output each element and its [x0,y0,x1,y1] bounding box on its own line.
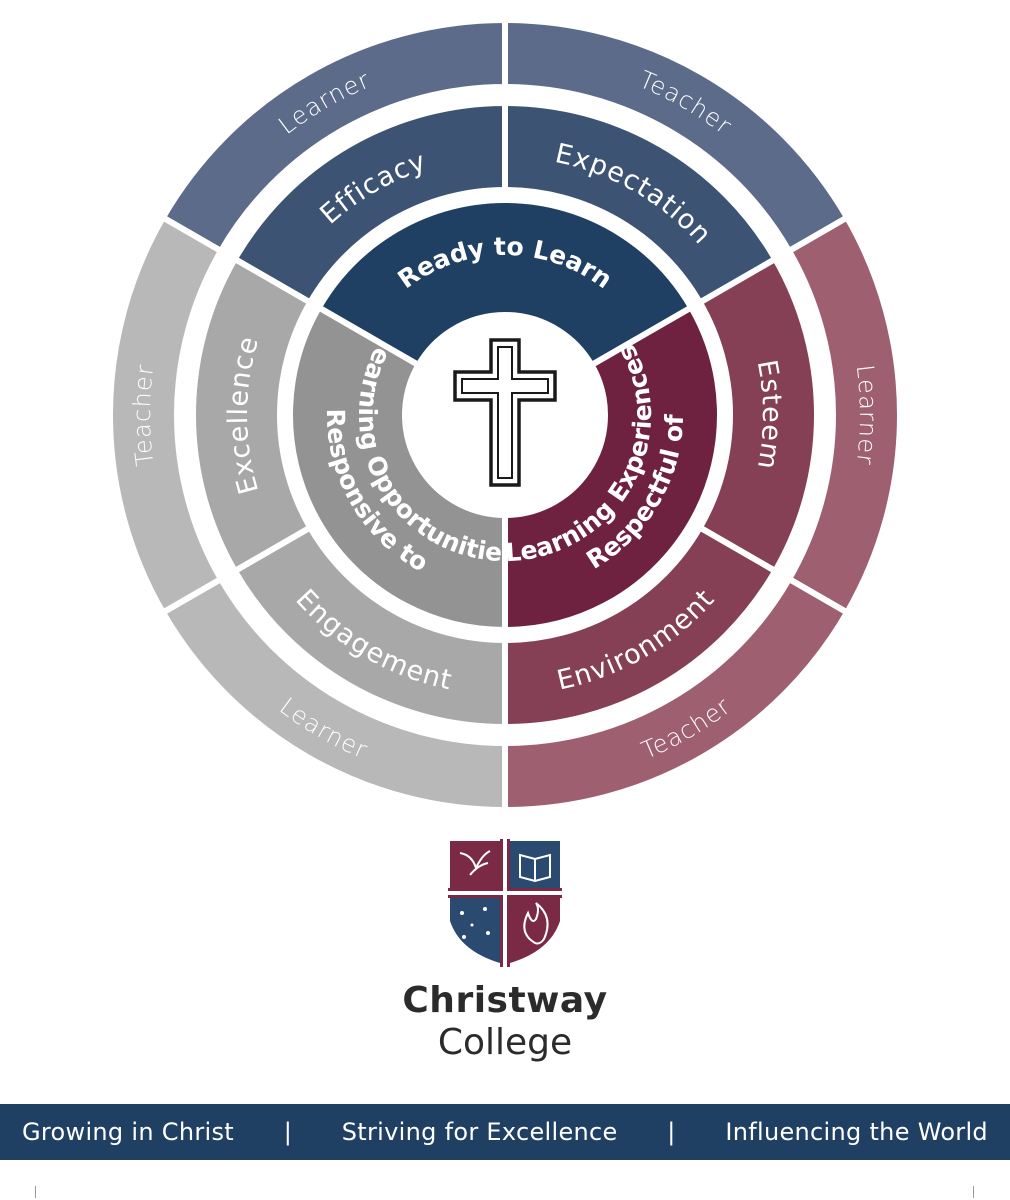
motto-influencing: Influencing the World [725,1118,988,1146]
middle-ring-sector [190,254,315,576]
christway-shield-logo [440,833,570,973]
college-name-line2: College [437,1022,573,1063]
flame-icon [523,902,549,945]
motto-separator: | [667,1118,676,1146]
outer-ring-label: Learner [851,363,882,467]
motto-growing: Growing in Christ [22,1118,235,1146]
footer-tick [35,1186,36,1198]
motto-separator: | [283,1118,293,1146]
footer-tick [973,1186,974,1198]
motto-striving: Striving for Excellence [341,1118,618,1146]
dove-icon [459,850,491,876]
stars-icon [460,907,490,939]
outer-ring-sector [107,213,226,617]
middle-ring-label: Esteem [751,358,787,473]
center-circle [405,315,605,515]
motto-banner: Growing in Christ | Striving for Excelle… [0,1104,1010,1160]
college-name-line1: Christway [402,980,608,1021]
cross-icon [453,338,557,487]
book-icon [519,853,551,883]
outer-ring-label: Teacher [128,362,159,467]
values-wheel-diagram: LearnerEfficacyTeacherExpectationLearner… [107,20,900,810]
